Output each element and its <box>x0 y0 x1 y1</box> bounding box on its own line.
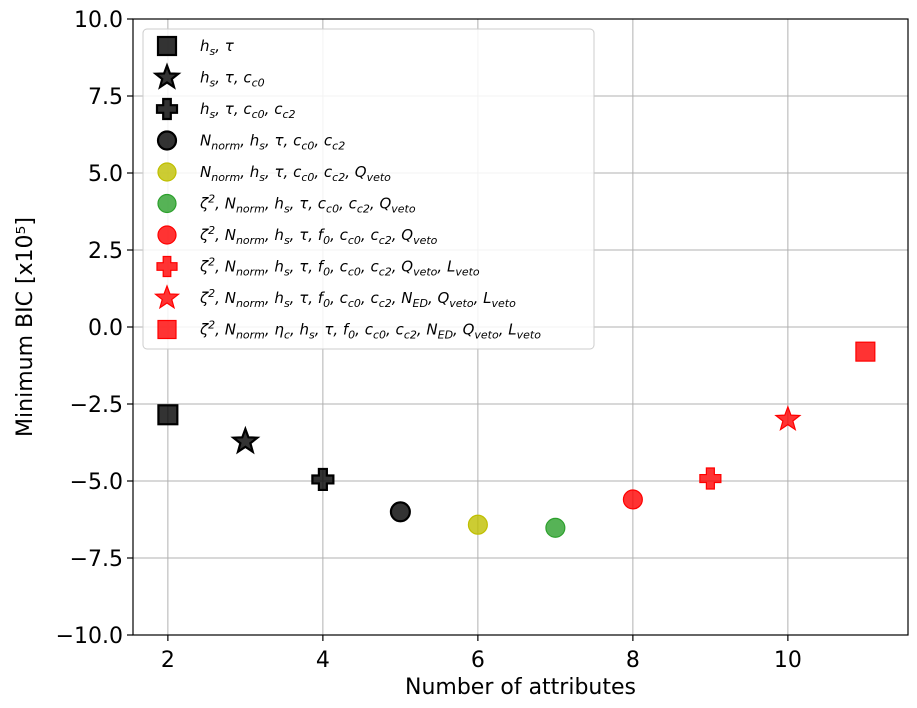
y-tick-label: −5.0 <box>70 470 123 495</box>
legend-label: ζ2, Nnorm, ηc, hs, τ, f0, cc0, cc2, NED,… <box>199 319 541 342</box>
y-tick-label: 5.0 <box>88 162 123 187</box>
data-points <box>157 341 876 538</box>
legend-label: hs, τ, cc0, cc2 <box>200 100 296 121</box>
legend-marker-circle <box>156 130 178 151</box>
data-point-star <box>230 425 261 455</box>
x-tick-label: 4 <box>316 648 330 673</box>
x-axis-label: Number of attributes <box>405 675 636 700</box>
legend-label: ζ2, Nnorm, hs, τ, f0, cc0, cc2, Qveto <box>199 224 438 247</box>
legend-marker-star <box>152 62 182 90</box>
y-tick-label: −7.5 <box>70 547 123 572</box>
data-point-square <box>157 404 179 426</box>
y-axis-ticks: −10.0 −7.5 −5.0 −2.5 0.0 2.5 5.0 7.5 10.0 <box>56 8 133 649</box>
x-tick-label: 6 <box>471 648 485 673</box>
data-point-circle <box>389 501 411 523</box>
legend-marker-plus <box>156 255 178 278</box>
data-point-square <box>855 341 876 362</box>
legend-label: ζ2, Nnorm, hs, τ, f0, cc0, cc2, Qveto, L… <box>199 256 480 279</box>
y-tick-label: 10.0 <box>74 8 123 33</box>
legend-label: ζ2, Nnorm, hs, τ, cc0, cc2, Qveto <box>199 193 416 216</box>
legend-marker-plus <box>155 97 179 121</box>
legend-label: hs, τ, cc0 <box>200 69 265 90</box>
legend-marker-square <box>157 319 177 340</box>
legend-marker-circle <box>157 162 177 182</box>
data-point-circle <box>467 514 488 535</box>
x-tick-label: 2 <box>161 648 175 673</box>
y-tick-label: 0.0 <box>88 316 123 341</box>
data-point-plus <box>311 467 335 492</box>
legend-marker-star <box>153 284 181 310</box>
data-point-circle <box>545 517 566 538</box>
y-axis-label: Minimum BIC [x10⁵] <box>13 217 38 437</box>
legend-label: Nnorm, hs, τ, cc0, cc2 <box>200 132 345 153</box>
legend-label: hs, τ <box>200 37 235 58</box>
y-tick-label: 2.5 <box>88 239 123 264</box>
legend-marker-square <box>156 35 178 57</box>
data-point-plus <box>699 467 722 490</box>
x-tick-label: 8 <box>626 648 640 673</box>
legend-label: Nnorm, hs, τ, cc0, cc2, Qveto <box>200 163 391 184</box>
legend-box <box>142 28 595 350</box>
legend-label: ζ2, Nnorm, hs, τ, f0, cc0, cc2, NED, Qve… <box>199 287 516 310</box>
legend-marker-circle <box>157 225 177 245</box>
legend-marker-circle <box>157 193 177 214</box>
x-tick-label: 10 <box>774 648 802 673</box>
data-point-star <box>774 405 802 431</box>
y-tick-label: 7.5 <box>88 85 123 110</box>
data-point-circle <box>622 489 643 510</box>
y-tick-label: −10.0 <box>56 624 123 649</box>
y-tick-label: −2.5 <box>70 393 123 418</box>
x-axis-ticks: 2 4 6 8 10 <box>161 635 802 673</box>
